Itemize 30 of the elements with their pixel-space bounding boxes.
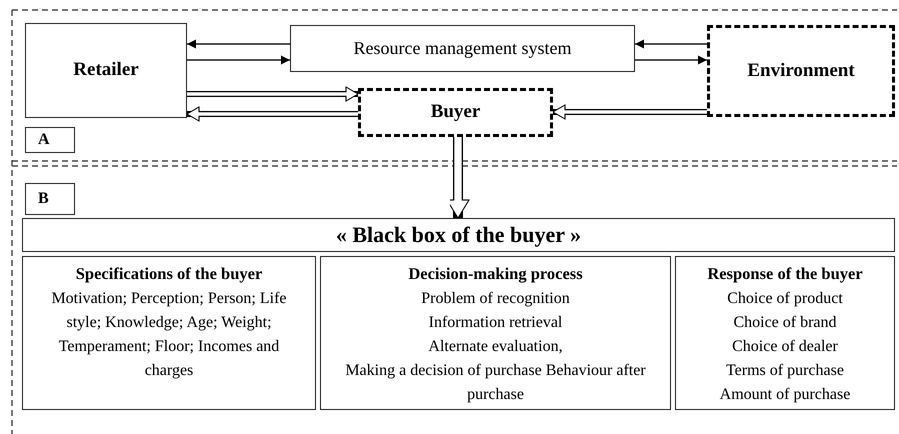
node-label: Retailer: [73, 59, 139, 82]
entity-box: [358, 88, 553, 137]
list-text: Making a decision of purchase Behaviour after purchase: [344, 361, 647, 405]
list-text: Alternate evaluation,: [428, 337, 563, 357]
list-text: Information retrieval: [428, 313, 562, 333]
section-tag: [25, 127, 75, 153]
node-label: Environment: [747, 60, 855, 82]
category-box: [675, 256, 895, 410]
category-box: [22, 256, 316, 410]
entity-box: [25, 23, 187, 118]
list-text: Problem of recognition: [421, 289, 570, 309]
list-text: Choice of brand: [733, 313, 837, 333]
node-label: B: [38, 189, 49, 209]
section-tag: [25, 183, 75, 215]
category-box: [320, 256, 671, 410]
list-text: Amount of purchase: [720, 385, 850, 405]
list-text: Choice of dealer: [732, 337, 838, 357]
process-box: [290, 25, 635, 72]
title-banner: [22, 218, 895, 252]
column-heading: Response of the buyer: [707, 263, 863, 285]
list-text: Choice of product: [727, 289, 843, 309]
node-label: « Black box of the buyer »: [336, 222, 582, 248]
entity-box: [707, 25, 895, 117]
column-heading: Decision-making process: [408, 263, 583, 285]
node-label: Resource management system: [354, 38, 572, 60]
list-text: Motivation; Perception; Person; Life style; Knowledge; Age; Weight; Temperament; Floor; Incomes and charges: [50, 289, 288, 381]
column-heading: Specifications of the buyer: [76, 263, 262, 285]
list-text: Terms of purchase: [726, 361, 844, 381]
node-label: Buyer: [430, 101, 480, 124]
node-label: A: [38, 130, 50, 150]
